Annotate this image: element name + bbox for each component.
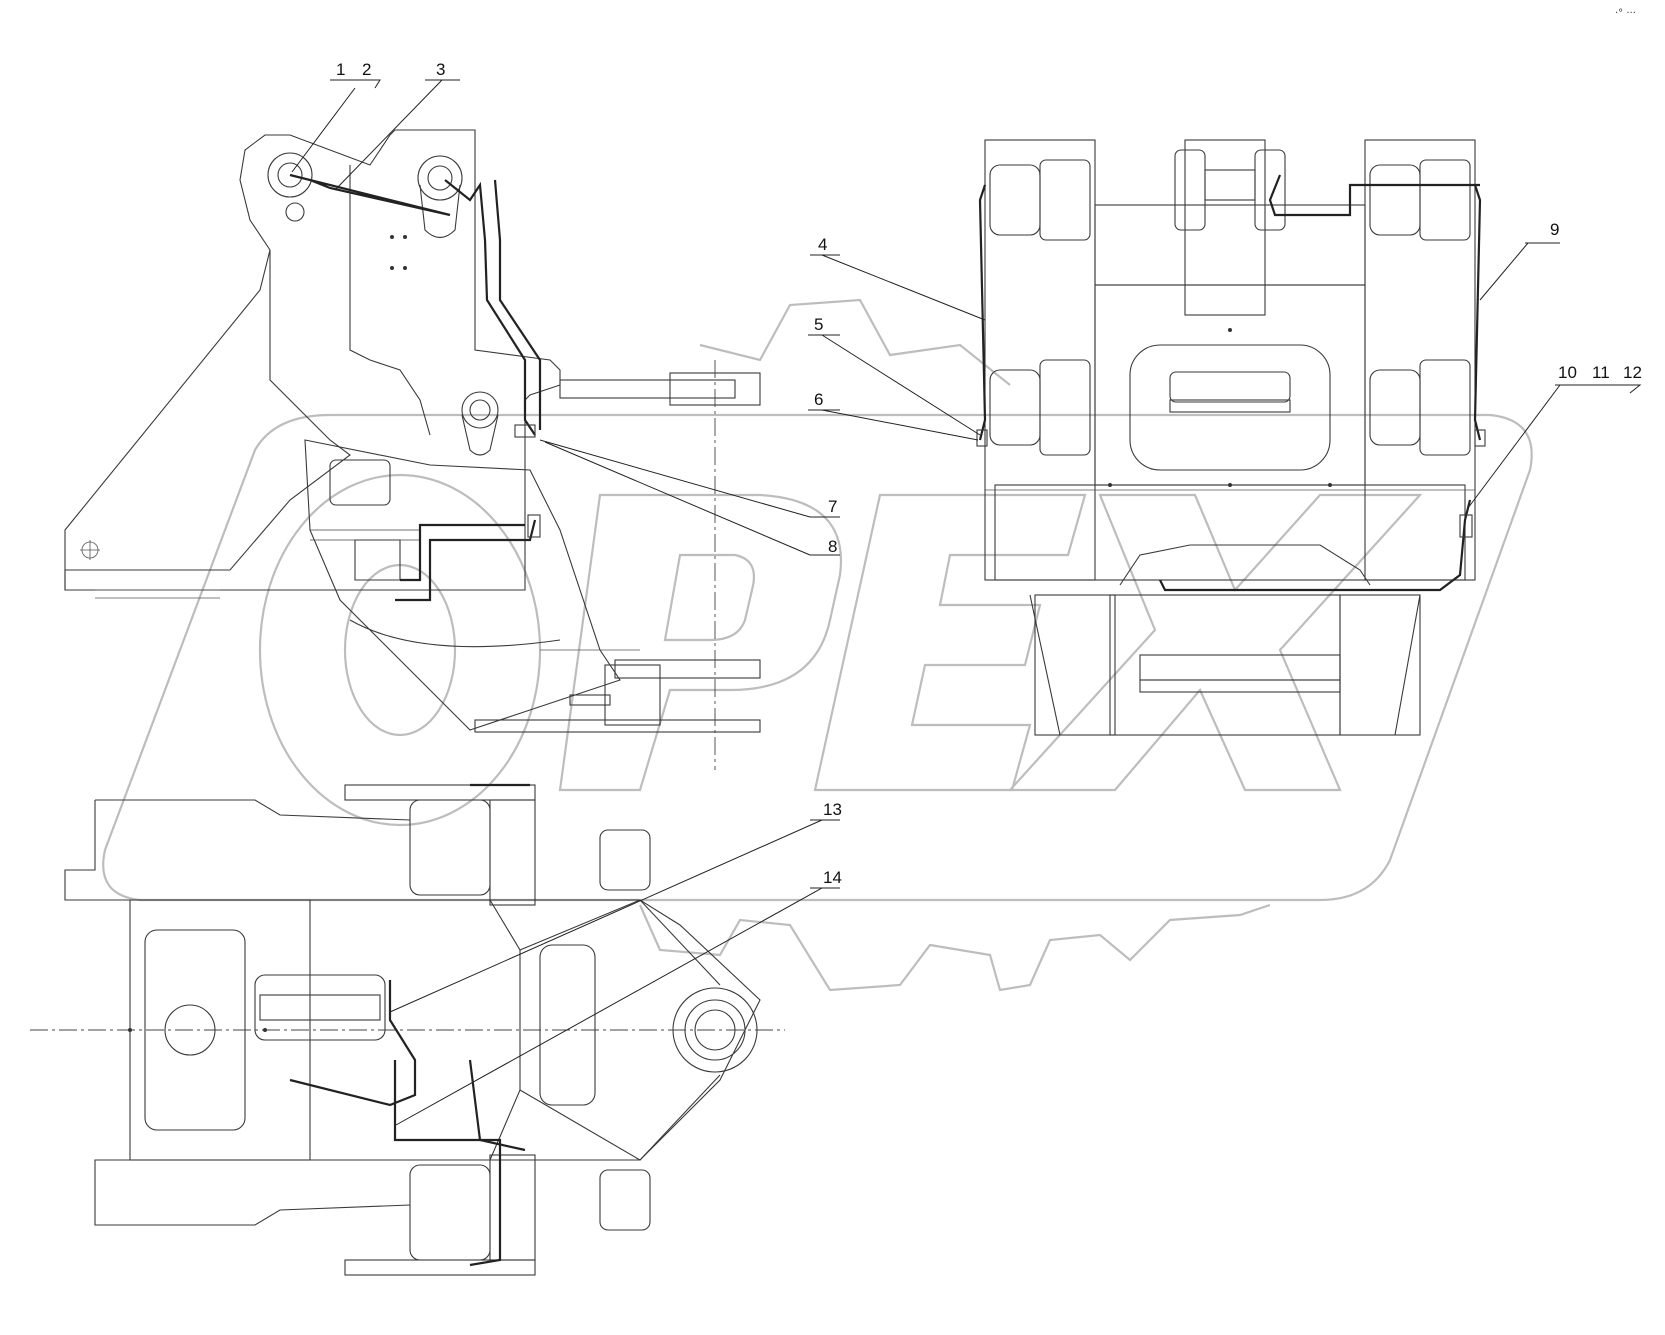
callout-1: 1 bbox=[336, 60, 345, 79]
callout-8: 8 bbox=[828, 537, 837, 556]
callout-3: 3 bbox=[436, 60, 445, 79]
side-view-hoses bbox=[289, 173, 542, 602]
callout-13: 13 bbox=[823, 800, 842, 819]
callout-11: 11 bbox=[1592, 363, 1610, 382]
callout-12: 12 bbox=[1623, 363, 1642, 382]
callout-labels: 1 2 3 4 5 6 7 8 9 10 11 12 13 14 bbox=[336, 60, 1642, 887]
callout-7: 7 bbox=[828, 497, 837, 516]
callout-2: 2 bbox=[362, 60, 371, 79]
plan-view-hoses bbox=[289, 783, 530, 1267]
callout-9: 9 bbox=[1550, 220, 1559, 239]
corner-mark: ·° ··· bbox=[1615, 8, 1636, 19]
front-view-frame bbox=[984, 139, 1476, 736]
plan-view-frame bbox=[30, 784, 785, 1276]
callout-14: 14 bbox=[823, 868, 842, 887]
front-view-hoses bbox=[976, 174, 1486, 592]
callout-5: 5 bbox=[814, 315, 823, 334]
side-view-frame bbox=[64, 129, 761, 770]
callout-4: 4 bbox=[818, 235, 827, 254]
callout-6: 6 bbox=[814, 390, 823, 409]
callout-10: 10 bbox=[1558, 363, 1577, 382]
callout-leaders bbox=[291, 79, 1642, 1126]
